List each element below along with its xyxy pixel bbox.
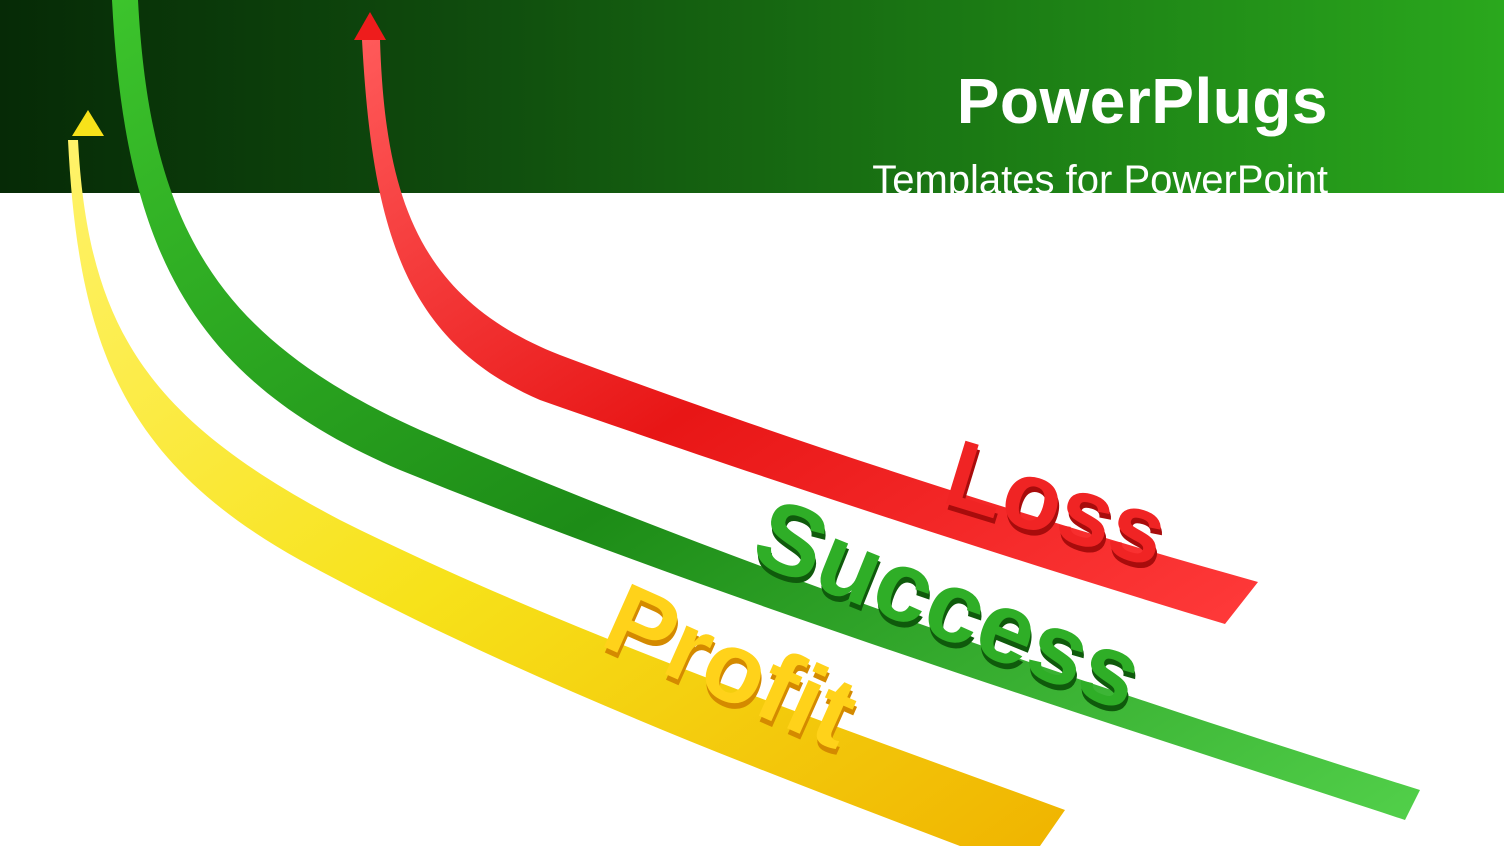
brand-subtitle: Templates for PowerPoint <box>872 158 1328 193</box>
brand-title: PowerPlugs <box>956 65 1328 137</box>
loss-arrowhead <box>354 12 386 40</box>
profit-arrowhead <box>72 110 104 136</box>
loss-arrow <box>354 12 1258 624</box>
header-band <box>0 0 1504 193</box>
success-arrow <box>112 0 1420 820</box>
profit-arrow <box>68 110 1065 846</box>
